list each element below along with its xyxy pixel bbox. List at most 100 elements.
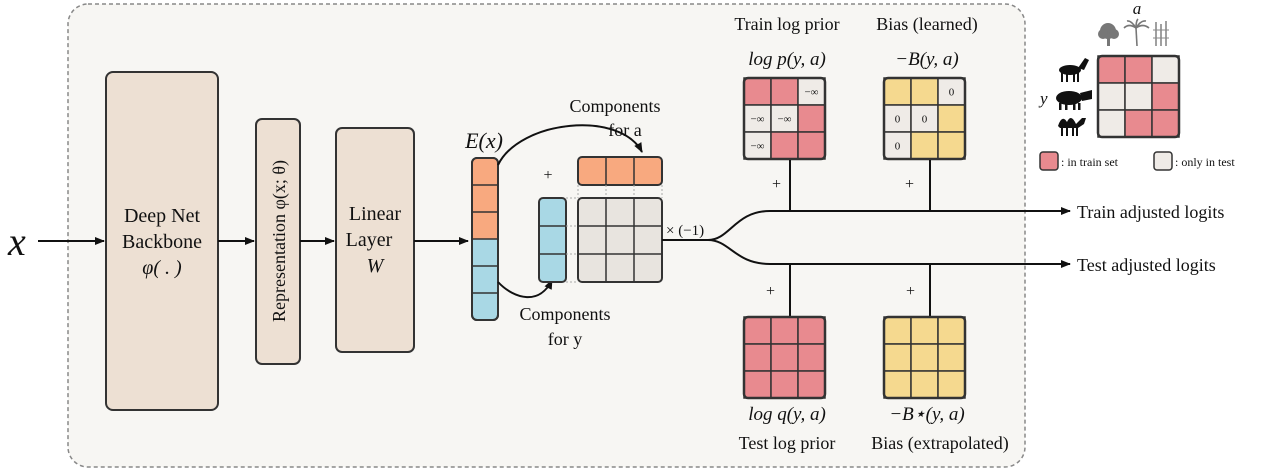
train-prior-border (742, 76, 827, 161)
test-prior-cell (797, 370, 826, 399)
representation-label: Representation φ(x; θ) (269, 160, 290, 322)
embedding-vector (471, 157, 499, 321)
tree-icon (1098, 23, 1119, 46)
legend-grid (1096, 54, 1181, 139)
legend-cell (1151, 82, 1180, 111)
bias-extrap-cell (883, 370, 912, 399)
backbone-label-1: Deep Net (124, 205, 201, 227)
legend-cell (1097, 55, 1126, 84)
plus-sign-test-prior: + (766, 283, 775, 300)
linear-label-2: Layer (346, 229, 393, 251)
bias-learned-formula: −B(y, a) (895, 49, 958, 70)
output-test-label: Test adjusted logits (1077, 255, 1216, 275)
test-prior-cell (770, 343, 799, 372)
buffalo-icon (1056, 90, 1092, 110)
legend-axis-y: y (1038, 89, 1048, 108)
test-prior-cell (770, 316, 799, 345)
test-prior-cell (743, 343, 772, 372)
camel-icon (1058, 117, 1086, 136)
legend-cell (1097, 82, 1126, 111)
components-a-label-1: Components (569, 96, 660, 116)
bias-learned-cell-value: 0 (922, 114, 928, 126)
bias-learned-cell (910, 77, 939, 106)
input-symbol: x (7, 219, 26, 264)
train-prior-formula: log p(y, a) (748, 49, 826, 70)
train-prior-cell-value: −∞ (804, 87, 818, 99)
legend-cell (1151, 55, 1180, 84)
bias-extrap-title: Bias (extrapolated) (871, 433, 1008, 454)
bias-extrap-cell (883, 343, 912, 372)
backbone-label-2: Backbone (122, 231, 202, 253)
components-a-label-2: for a (608, 120, 641, 140)
bias-extrap-cell (937, 316, 966, 345)
bias-learned-title: Bias (learned) (876, 14, 977, 35)
test-prior-cell (797, 316, 826, 345)
train-prior-cell (743, 77, 772, 106)
bias-extrap-cell (937, 370, 966, 399)
legend-cell (1124, 82, 1153, 111)
test-prior-title: Test log prior (739, 433, 836, 453)
legend-border (1096, 54, 1181, 139)
train-prior-cell-value: −∞ (750, 141, 764, 153)
plus-sign-train-prior: + (772, 176, 781, 193)
legend-swatch-train (1039, 151, 1059, 171)
embedding-label: E(x) (464, 128, 503, 153)
bias-extrap-cell (910, 316, 939, 345)
legend-swatch-test (1153, 151, 1173, 171)
arrow-to-components-y (497, 279, 553, 299)
linear-label-3: W (367, 255, 386, 277)
train-prior-cell-value: −∞ (750, 114, 764, 126)
bias-extrap-cell (910, 370, 939, 399)
legend-test-label: : only in test (1175, 155, 1235, 169)
bias-learned-cell (910, 131, 939, 160)
legend-train-label: : in train set (1061, 155, 1119, 169)
train-prior-title: Train log prior (734, 14, 839, 34)
arrow-to-components-a (497, 124, 643, 166)
test-prior-cell (743, 370, 772, 399)
components-y-vector (538, 197, 578, 283)
legend-cell (1124, 109, 1153, 138)
legend-cell (1151, 109, 1180, 138)
test-prior-border (742, 315, 827, 400)
train-prior-cell (770, 77, 799, 106)
linear-label-1: Linear (349, 203, 402, 225)
horse-icon (1059, 58, 1089, 82)
palm-tree-icon (1123, 18, 1150, 47)
bias-learned-cell (883, 104, 912, 133)
bias-learned-grid: 0 0 0 0 (882, 76, 967, 161)
train-prior-cell (770, 131, 799, 160)
bias-extrap-cell (937, 343, 966, 372)
train-prior-cell-value: −∞ (777, 114, 791, 126)
test-prior-cell (743, 316, 772, 345)
bias-learned-cell-value: 0 (949, 87, 955, 99)
bias-extrap-cell (910, 343, 939, 372)
bias-learned-cell-value: 0 (895, 114, 901, 126)
train-branch (707, 207, 1071, 241)
bias-learned-cell (937, 104, 966, 133)
legend-cell (1097, 109, 1126, 138)
plus-sign-components: + (543, 167, 552, 184)
bias-extrap-cell (883, 316, 912, 345)
legend: a y (1038, 0, 1235, 171)
legend-axis-a: a (1133, 0, 1142, 18)
bias-extrap-border (882, 315, 967, 400)
bias-learned-cell (937, 131, 966, 160)
negate-label: × (−1) (666, 223, 704, 239)
components-a-vector (577, 156, 663, 198)
bias-extrap-grid (882, 315, 967, 400)
bamboo-icon (1153, 21, 1169, 46)
bias-learned-cell (910, 104, 939, 133)
test-prior-formula: log q(y, a) (748, 404, 826, 425)
backbone-label-3: φ( . ) (142, 257, 182, 279)
components-y-label-2: for y (548, 329, 583, 349)
legend-cell (1124, 55, 1153, 84)
plus-sign-bias-learned: + (905, 176, 914, 193)
bias-extrap-formula: −B⋆(y, a) (889, 404, 964, 425)
components-y-label-1: Components (519, 304, 610, 324)
bias-learned-cell-value: 0 (895, 141, 901, 153)
test-branch (707, 239, 1071, 268)
plus-sign-bias-extrap: + (906, 283, 915, 300)
test-prior-cell (797, 343, 826, 372)
bias-learned-cell (883, 77, 912, 106)
test-prior-grid (742, 315, 827, 400)
